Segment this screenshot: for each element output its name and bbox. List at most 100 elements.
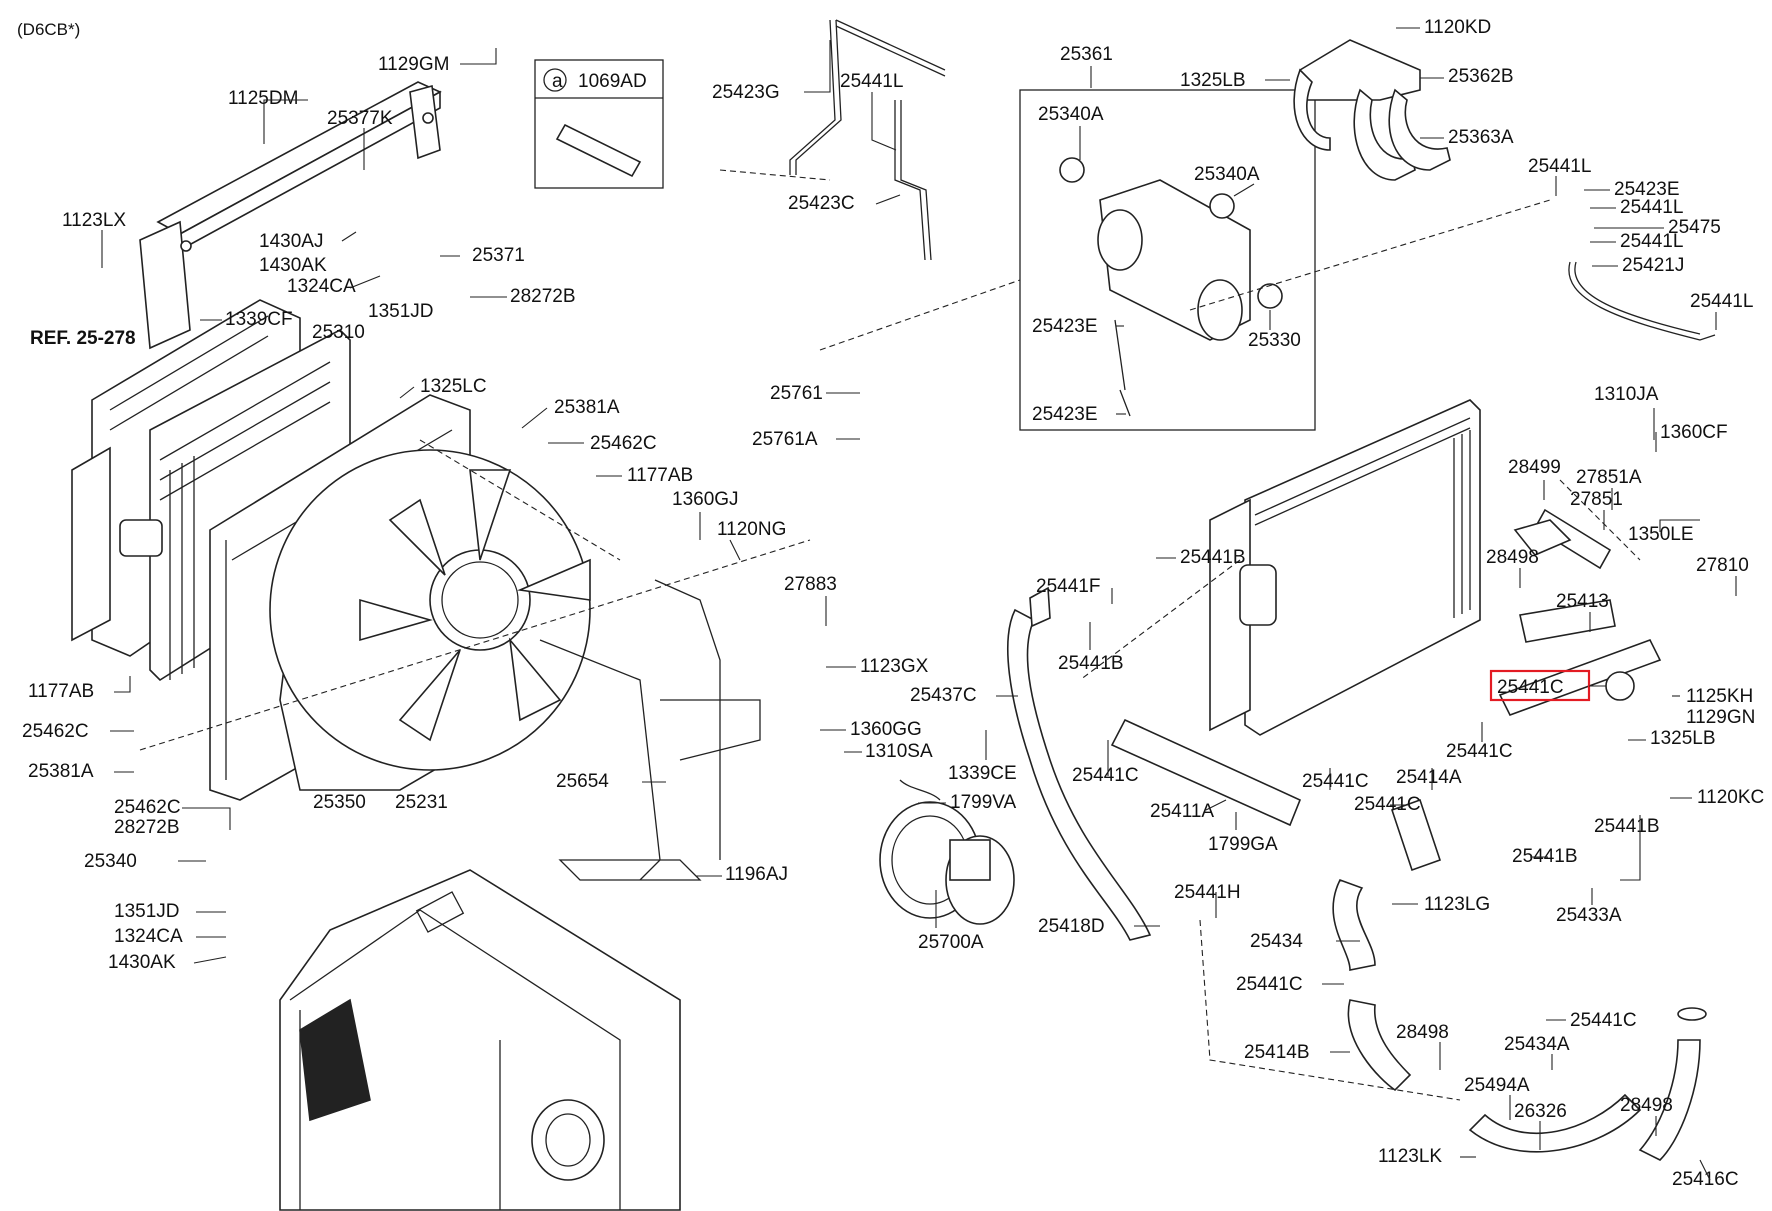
part-label: 1430AJ — [259, 231, 323, 252]
part-label: 1129GM — [378, 54, 449, 75]
part-label: 25423E — [1032, 316, 1098, 337]
part-label: 25434A — [1504, 1034, 1570, 1055]
radiator-right — [1209, 399, 1481, 736]
part-label: 1129GN — [1686, 707, 1755, 728]
highlighted-part-callout[interactable]: 25441C — [1489, 669, 1635, 702]
small-hose-right — [1568, 261, 1716, 341]
part-label: 1324CA — [287, 276, 356, 297]
part-label: 25421J — [1622, 255, 1684, 276]
part-label: 27851 — [1570, 489, 1623, 510]
lower-hoses — [1110, 508, 1662, 872]
part-label: 25437C — [910, 685, 977, 706]
part-label: 1177AB — [627, 465, 693, 486]
part-label: 25494A — [1464, 1075, 1530, 1096]
part-label: 25434 — [1250, 931, 1303, 952]
part-label: 25330 — [1248, 330, 1301, 351]
part-label: 25231 — [395, 792, 448, 813]
part-label: 25362B — [1448, 66, 1514, 87]
part-label: 27810 — [1696, 555, 1749, 576]
part-label: 25441H — [1174, 882, 1241, 903]
part-label: 1123LX — [62, 210, 126, 231]
part-label: 25423E — [1032, 404, 1098, 425]
part-label: 25441B — [1180, 547, 1246, 568]
highlighted-part-label: 25441C — [1497, 677, 1564, 698]
overflow-hose — [789, 19, 946, 261]
reference-label: REF. 25-278 — [30, 328, 136, 349]
part-label: 1360CF — [1660, 422, 1728, 443]
part-label: 1177AB — [28, 681, 94, 702]
inset-marker: a — [552, 71, 563, 92]
part-label: 25413 — [1556, 591, 1609, 612]
inset-box — [534, 59, 664, 189]
part-label: 25414A — [1396, 767, 1462, 788]
part-label: 25371 — [472, 245, 525, 266]
part-label: 25441C — [1570, 1010, 1637, 1031]
part-label: 25700A — [918, 932, 984, 953]
reservoir-box — [1019, 89, 1316, 431]
part-label: 25340A — [1194, 164, 1260, 185]
part-label: 1351JD — [368, 301, 434, 322]
part-label: 25381A — [554, 397, 620, 418]
part-label: 25310 — [312, 322, 365, 343]
shroud-bracket — [539, 579, 761, 881]
part-label: 1120KC — [1697, 787, 1764, 808]
part-label: 25363A — [1448, 127, 1514, 148]
part-label: 25441C — [1354, 794, 1421, 815]
part-label: 1196AJ — [725, 864, 788, 885]
part-label: 25433A — [1556, 905, 1622, 926]
part-label: 1325LB — [1650, 728, 1716, 749]
mounting-bands — [1293, 39, 1451, 181]
bottom-hoses — [1332, 879, 1707, 1161]
part-label: 25475 — [1668, 217, 1721, 238]
upper-hose — [1007, 586, 1152, 941]
part-label: 1351JD — [114, 901, 180, 922]
part-label: 25441C — [1302, 771, 1369, 792]
part-label: 25381A — [28, 761, 94, 782]
part-labels: (D6CB*) REF. 25-278 a 1069AD 1129GM 1125… — [17, 17, 1764, 1190]
part-label: 25441L — [1620, 197, 1683, 218]
part-label: 25441L — [1620, 231, 1683, 252]
engine-code: (D6CB*) — [17, 20, 80, 39]
inset-part-number: 1069AD — [578, 71, 647, 92]
label-leaders — [101, 27, 1737, 1181]
part-label: 25441F — [1036, 576, 1100, 597]
fan-clutch — [879, 779, 1015, 925]
part-label: 25423C — [788, 193, 855, 214]
part-label: 25423G — [712, 82, 780, 103]
part-label: 1339CF — [225, 309, 293, 330]
part-illustrations — [71, 19, 1716, 1211]
part-label: 25441C — [1446, 741, 1513, 762]
part-label: 28272B — [510, 286, 576, 307]
part-label: 28498 — [1486, 547, 1539, 568]
part-label: 25377K — [327, 108, 393, 129]
part-label: 25418D — [1038, 916, 1105, 937]
part-label: 1123LK — [1378, 1146, 1442, 1167]
part-label: 1360GJ — [672, 489, 739, 510]
part-label: 1339CE — [948, 763, 1017, 784]
part-label: 25361 — [1060, 44, 1113, 65]
vehicle-outline — [279, 869, 681, 1211]
part-label: 1325LB — [1180, 70, 1246, 91]
part-label: 25441L — [840, 71, 903, 92]
part-label: 25441B — [1058, 653, 1124, 674]
part-label: 1125KH — [1686, 686, 1753, 707]
part-label: 28498 — [1396, 1022, 1449, 1043]
part-label: 1120NG — [717, 519, 786, 540]
part-label: 27883 — [784, 574, 837, 595]
part-label: 25441B — [1594, 816, 1660, 837]
part-label: 26326 — [1514, 1101, 1567, 1122]
part-label: 25761A — [752, 429, 818, 450]
fan — [269, 449, 591, 771]
part-label: 25441L — [1690, 291, 1753, 312]
part-label: 1324CA — [114, 926, 183, 947]
part-label: 1325LC — [420, 376, 487, 397]
part-label: 1350LE — [1628, 524, 1694, 545]
part-label: 1125DM — [228, 88, 298, 109]
part-label: 1430AK — [108, 952, 176, 973]
part-label: 25340 — [84, 851, 137, 872]
part-label: 25441C — [1072, 765, 1139, 786]
part-label: 28499 — [1508, 457, 1561, 478]
part-label: 28498 — [1620, 1095, 1673, 1116]
part-label: 27851A — [1576, 467, 1642, 488]
part-label: 25423E — [1614, 179, 1680, 200]
